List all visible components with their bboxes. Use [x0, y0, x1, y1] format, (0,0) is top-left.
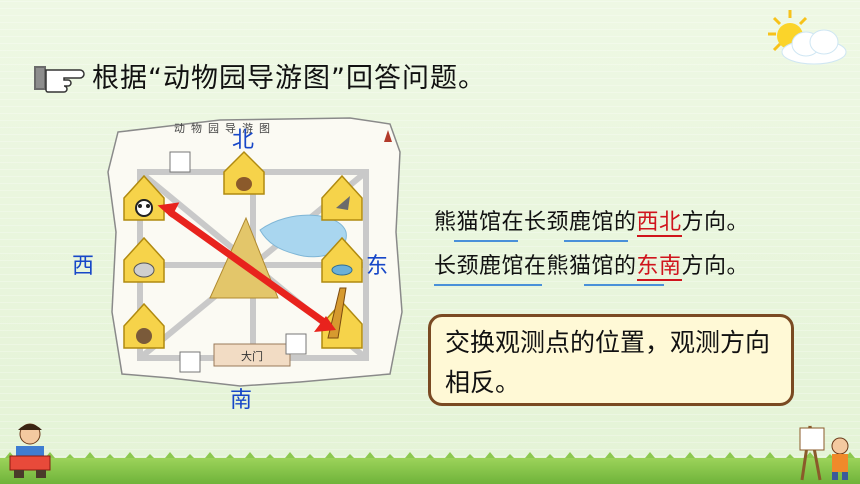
- direction-arrow: [157, 202, 336, 332]
- west-label: 西: [72, 254, 95, 279]
- painting-child-icon: [799, 425, 849, 481]
- question-2-suffix: 方向。: [681, 254, 750, 279]
- north-label: 北: [232, 128, 255, 153]
- question-1-text: 熊猫馆在长颈鹿馆的: [434, 210, 637, 235]
- blue-underline: [564, 240, 628, 242]
- blue-underline: [434, 284, 542, 286]
- zoo-map: 大门 动物园导游图: [107, 117, 403, 387]
- bird-house-icon: [321, 174, 363, 221]
- blue-underline: [454, 240, 518, 242]
- question-1: 熊猫馆在长颈鹿馆的西北方向。: [434, 204, 750, 237]
- gate-label: 大门: [241, 349, 263, 363]
- monkey-house-icon: [223, 150, 265, 195]
- question-1-suffix: 方向。: [681, 210, 750, 235]
- east-label: 东: [366, 254, 389, 279]
- pointing-hand-icon: [34, 66, 85, 93]
- grass-strip: [0, 458, 860, 484]
- blue-underline: [584, 284, 664, 286]
- reading-child-icon: [9, 423, 51, 478]
- answer-northwest: 西北: [636, 210, 682, 237]
- south-label: 南: [230, 388, 253, 413]
- answer-southeast: 东南: [636, 254, 682, 281]
- bear-house-icon: [123, 302, 165, 349]
- page-title: 根据“动物园导游图”回答问题。: [92, 63, 486, 94]
- map-heading: 动物园导游图: [174, 121, 276, 135]
- conclusion-text: 交换观测点的位置，观测方向相反。: [445, 328, 771, 397]
- cloud-icon: [781, 29, 847, 65]
- question-2-text: 长颈鹿馆在熊猫馆的: [434, 254, 637, 279]
- question-2: 长颈鹿馆在熊猫馆的东南方向。: [434, 248, 750, 281]
- conclusion-box: 交换观测点的位置，观测方向相反。: [428, 314, 794, 406]
